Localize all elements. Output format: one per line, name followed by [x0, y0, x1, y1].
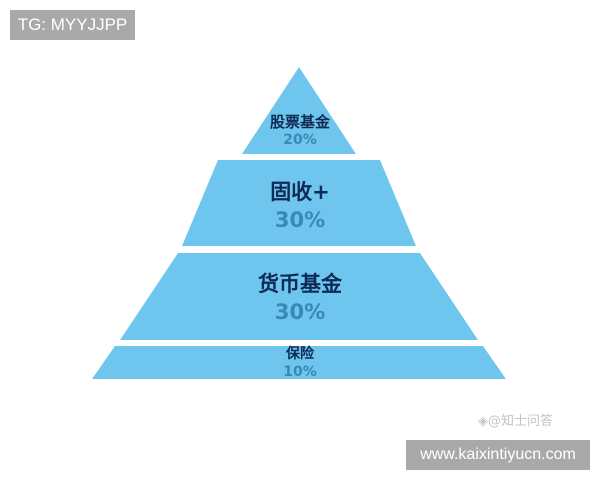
tier-name: 股票基金	[269, 113, 330, 131]
tier-insurance-label: 保险 10%	[0, 345, 600, 381]
tier-percent: 10%	[283, 364, 317, 380]
tier-percent: 30%	[274, 300, 326, 324]
tier-percent: 30%	[274, 208, 326, 232]
tier-money-fund-label: 货币基金 30%	[0, 270, 600, 326]
url-badge: www.kaixintiyucn.com	[406, 440, 590, 470]
watermark: ◈@知士问答	[478, 414, 554, 429]
tier-money-fund-shape	[120, 253, 478, 340]
tier-fixed-income-shape	[182, 160, 416, 246]
zhihu-logo-icon: ◈	[478, 414, 488, 429]
tier-stocks-shape	[242, 67, 356, 154]
tier-insurance-shape	[92, 346, 506, 379]
tier-percent: 20%	[283, 132, 317, 148]
tier-name: 固收+	[270, 180, 330, 204]
tier-fixed-income-label: 固收+ 30%	[0, 178, 600, 234]
tier-stocks-label: 股票基金 20%	[0, 113, 600, 149]
tier-name: 货币基金	[258, 272, 342, 296]
tg-badge: TG: MYYJJPP	[10, 10, 135, 40]
tier-name: 保险	[286, 346, 314, 362]
